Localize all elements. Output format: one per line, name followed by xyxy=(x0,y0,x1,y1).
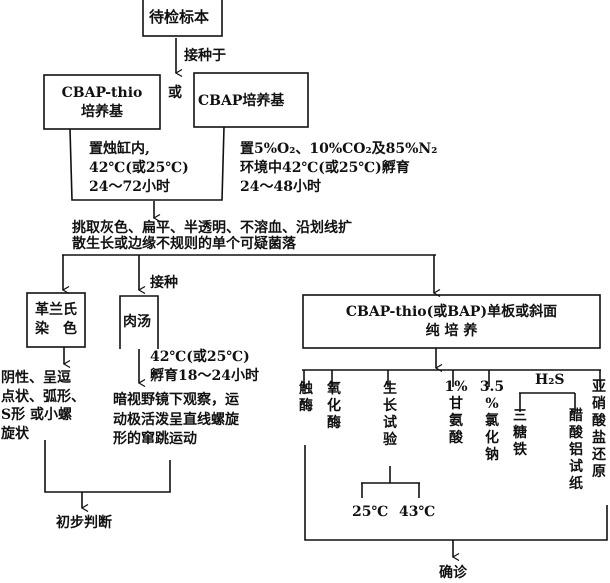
test-tsi: 三糖铁 xyxy=(510,408,530,459)
temp-25: 25℃ xyxy=(352,504,389,520)
test-oxidase: 氧化酶 xyxy=(324,381,344,432)
condition-frame xyxy=(69,126,225,201)
test-label-char: 3.5 xyxy=(479,379,505,395)
gram-result-line: S形 或小螺 xyxy=(1,407,72,423)
test-label-char: 甘 xyxy=(449,396,463,412)
test-catalase: 触酶 xyxy=(296,381,316,415)
gram-box xyxy=(26,292,86,348)
confirm-diagnosis: 确诊 xyxy=(439,565,467,581)
test-label-char: 试 xyxy=(569,459,583,475)
gram-result-line: 旋状 xyxy=(1,425,29,442)
test-label-char: 试 xyxy=(383,415,397,431)
condition-b-line: 置5%O₂、10%CO₂及85%N₂ xyxy=(240,141,438,157)
broth-label: 肉汤 xyxy=(123,314,151,330)
test-label-char: 氯 xyxy=(485,413,499,429)
test-label-char: 触 xyxy=(299,381,313,397)
test-label-char: 酸 xyxy=(592,413,606,429)
media-a-line: CBAP-thio xyxy=(61,85,143,101)
test-label-char: 硝 xyxy=(592,396,606,412)
media-b-label: CBAP培养基 xyxy=(198,93,285,109)
condition-a: 置烛缸内, 42℃(或25℃) 24～72小时 xyxy=(89,140,189,197)
test-label-char: 糖 xyxy=(513,425,527,441)
motility-line: 动极活泼呈直线螺旋 xyxy=(113,411,239,428)
broth-condition-line: 孵育18～24小时 xyxy=(150,368,259,384)
test-label-char: 酶 xyxy=(327,415,341,431)
colony-selection-line: 散生长或边缘不规则的单个可疑菌落 xyxy=(72,236,296,252)
test-label-char: 氨 xyxy=(449,413,463,429)
test-label-char: 酸 xyxy=(569,425,583,441)
test-lead-acetate: 醋酸铝试纸 xyxy=(566,408,586,493)
media-a-box xyxy=(43,74,161,130)
gram-line: 染 色 xyxy=(35,321,77,337)
gram-result: 阴性、呈逗 点状、弧形、 S形 或小螺 旋状 xyxy=(1,369,85,443)
media-b-box xyxy=(193,72,309,128)
test-label-char: 三 xyxy=(513,408,527,424)
broth-condition-line: 42℃(或25℃) xyxy=(150,349,250,365)
inoculate-into-label: 接种于 xyxy=(184,48,226,64)
test-label-char: 长 xyxy=(383,398,397,414)
test-glycine: 1%甘氨酸 xyxy=(443,379,469,447)
test-label-char: 钠 xyxy=(485,447,499,463)
broth-condition: 42℃(或25℃) 孵育18～24小时 xyxy=(150,348,259,386)
condition-a-line: 42℃(或25℃) xyxy=(89,160,189,176)
test-growth: 生长试验 xyxy=(380,381,400,449)
inoculate-label: 接种 xyxy=(150,275,178,291)
specimen-label: 待检标本 xyxy=(149,8,210,26)
preliminary-judgment: 初步判断 xyxy=(56,515,112,531)
test-label-char: 铝 xyxy=(569,442,583,458)
temp-43: 43℃ xyxy=(399,504,436,520)
test-label-char: 纸 xyxy=(569,476,583,492)
pure-culture-label: CBAP-thio(或BAP)单板或斜面 纯 培 养 xyxy=(303,303,600,341)
motility-line: 暗视野镜下观察，运 xyxy=(113,392,239,408)
test-label-char: 盐 xyxy=(592,430,606,446)
pure-culture-line: 纯 培 养 xyxy=(425,323,478,339)
specimen-box xyxy=(142,0,223,37)
test-label-char: 生 xyxy=(383,381,397,397)
media-a-line: 培养基 xyxy=(81,104,123,120)
test-label-char: 氧 xyxy=(327,381,341,397)
test-label-char: 酶 xyxy=(299,398,313,414)
gram-line: 革兰氏 xyxy=(35,302,77,318)
condition-b: 置5%O₂、10%CO₂及85%N₂ 环境中42℃(或25℃)孵育 24～48小… xyxy=(240,140,437,197)
test-label-char: 酸 xyxy=(449,430,463,446)
media-a-label: CBAP-thio 培养基 xyxy=(44,84,160,122)
condition-b-line: 环境中42℃(或25℃)孵育 xyxy=(240,160,410,176)
or-label: 或 xyxy=(168,85,182,101)
test-label-char: 原 xyxy=(592,464,606,480)
condition-a-line: 24～72小时 xyxy=(89,179,170,195)
test-label-char: 还 xyxy=(592,447,606,463)
test-nitrate: 亚硝酸盐还原 xyxy=(589,379,609,481)
colony-selection-line: 挑取灰色、扁平、半透明、不溶血、沿划线扩 xyxy=(72,220,352,236)
colony-selection: 挑取灰色、扁平、半透明、不溶血、沿划线扩 散生长或边缘不规则的单个可疑菌落 xyxy=(72,220,352,252)
pure-culture-line: CBAP-thio(或BAP)单板或斜面 xyxy=(345,304,558,320)
h2s-label: H₂S xyxy=(535,372,565,388)
motility-line: 形的窜跳运动 xyxy=(113,431,197,447)
motility-observation: 暗视野镜下观察，运 动极活泼呈直线螺旋 形的窜跳运动 xyxy=(113,391,239,450)
test-label-char: 验 xyxy=(383,432,397,448)
test-nacl: 3.5%氯化钠 xyxy=(479,379,505,464)
gram-result-line: 阴性、呈逗 xyxy=(1,370,71,386)
test-label-char: 化 xyxy=(327,398,341,414)
condition-b-line: 24～48小时 xyxy=(240,179,321,195)
test-label-char: 化 xyxy=(485,430,499,446)
broth-box xyxy=(119,295,159,349)
test-label-char: 醋 xyxy=(569,408,583,424)
test-label-char: 1% xyxy=(444,379,468,395)
gram-stain-label: 革兰氏 染 色 xyxy=(27,301,85,339)
condition-a-line: 置烛缸内, xyxy=(89,141,150,157)
test-label-char: 铁 xyxy=(513,442,527,458)
test-label-char: 亚 xyxy=(592,379,606,395)
gram-result-line: 点状、弧形、 xyxy=(1,388,85,405)
test-label-char: % xyxy=(485,396,499,412)
pure-culture-box xyxy=(302,294,601,349)
